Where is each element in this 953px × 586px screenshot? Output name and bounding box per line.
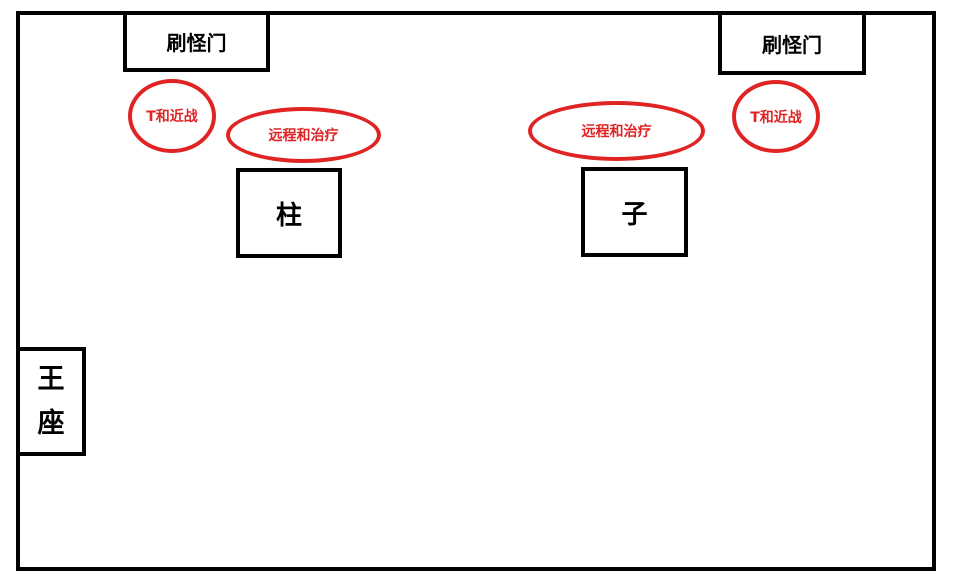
right-ranged-heal-marker: 远程和治疗: [528, 101, 705, 161]
pillar-right-label: 子: [621, 199, 648, 230]
left-tank-melee-marker: T和近战: [128, 79, 216, 153]
throne-label-line2: 座: [37, 407, 65, 439]
left-ranged-heal-marker: 远程和治疗: [226, 107, 381, 163]
left-ranged-heal-label: 远程和治疗: [268, 128, 339, 144]
throne: 王 座: [16, 347, 86, 456]
right-tank-melee-marker: T和近战: [732, 80, 820, 153]
throne-label-line1: 王: [37, 363, 65, 395]
spawn-door-right-label: 刷怪门: [762, 32, 822, 57]
spawn-door-left: 刷怪门: [123, 11, 270, 72]
pillar-left: 柱: [236, 168, 342, 258]
room-boundary: [16, 11, 936, 571]
pillar-left-label: 柱: [275, 200, 302, 231]
spawn-door-right: 刷怪门: [718, 11, 866, 75]
left-tank-melee-label: T和近战: [146, 109, 198, 125]
right-tank-melee-label: T和近战: [750, 109, 802, 126]
pillar-right: 子: [581, 167, 688, 257]
spawn-door-left-label: 刷怪门: [166, 31, 227, 55]
right-ranged-heal-label: 远程和治疗: [581, 124, 652, 140]
